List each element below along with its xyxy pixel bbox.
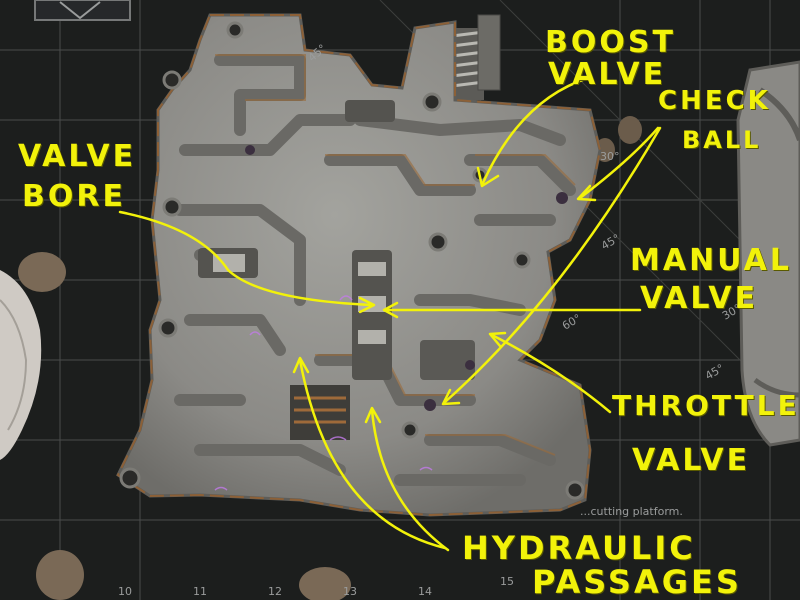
annotation-valve-bore-label: VALVE — [18, 139, 137, 174]
annotation-throttle-valve-label: VALVE — [632, 443, 751, 478]
rust-edge — [116, 14, 602, 517]
annotation-throttle-label: THROTTLE — [612, 389, 800, 422]
mat-hole — [18, 252, 66, 292]
ruler-number: 12 — [268, 585, 282, 598]
cloth-rag — [0, 270, 42, 460]
ruler-number: 15 — [500, 575, 514, 588]
ruler-number: 11 — [193, 585, 207, 598]
annotation-hydraulic-label: HYDRAULIC — [462, 529, 696, 567]
adjacent-casting — [736, 60, 800, 447]
bolt-holes — [119, 21, 585, 500]
ruler-number: 10 — [118, 585, 132, 598]
annotation-check-label: CHECK — [658, 86, 771, 116]
hydraulic-channels — [174, 54, 576, 486]
light-glints — [214, 295, 433, 491]
annotation-manual-valve-label: VALVE — [640, 281, 759, 316]
ruler-number: 14 — [418, 585, 432, 598]
check-balls — [245, 145, 568, 411]
spring — [451, 14, 501, 100]
annotation-arrows — [118, 76, 662, 552]
annotation-manual-label: MANUAL — [630, 243, 792, 278]
annotation-bore-label: BORE — [22, 179, 126, 214]
annotation-passages-label: PASSAGES — [532, 563, 742, 600]
mat-hole — [618, 116, 642, 144]
valve-bores — [198, 100, 475, 440]
mat-hole — [36, 550, 84, 600]
mat-logo — [34, 0, 131, 21]
annotation-boost-valve-label: VALVE — [548, 57, 667, 92]
ruler-number: 13 — [343, 585, 357, 598]
angle-mark: 30° — [600, 150, 620, 163]
annotation-boost-label: BOOST — [545, 25, 676, 60]
mat-hole — [299, 567, 351, 600]
mat-caption: ...cutting platform. — [580, 505, 683, 518]
annotation-ball-label: BALL — [682, 126, 762, 154]
